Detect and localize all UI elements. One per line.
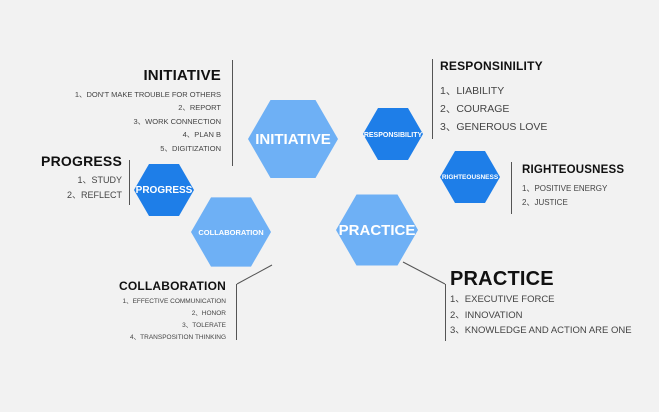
responsibility-block: RESPONSINILITY 1、LIABILITY 2、COURAGE 3、G… xyxy=(440,58,547,136)
hex-responsibility-label: RESPONSIBILITY xyxy=(364,132,423,139)
righteousness-list: 1、POSITIVE ENERGY 2、JUSTICE xyxy=(522,182,624,209)
list-item: 2、REFLECT xyxy=(66,190,122,200)
hex-collaboration[interactable]: COLLABORATION xyxy=(191,197,271,267)
list-item: 3、KNOWLEDGE AND ACTION ARE ONE xyxy=(450,325,632,336)
hexagon-shape xyxy=(440,151,500,203)
hex-initiative[interactable]: INITIATIVE xyxy=(248,100,338,178)
list-item: 2、HONOR xyxy=(191,310,226,317)
list-item: 3、GENEROUS LOVE xyxy=(440,121,548,133)
practice-title: PRACTICE xyxy=(450,268,554,290)
righteousness-block: RIGHTEOUSNESS 1、POSITIVE ENERGY 2、JUSTIC… xyxy=(522,163,624,209)
divider-progress xyxy=(129,160,130,205)
responsibility-title: RESPONSINILITY xyxy=(440,59,543,73)
hexagon-shape xyxy=(336,194,418,266)
divider-initiative xyxy=(232,60,233,166)
righteousness-title: RIGHTEOUSNESS xyxy=(522,164,625,176)
list-item: 1、DON'T MAKE TROUBLE FOR OTHERS xyxy=(74,90,221,99)
list-item: 2、JUSTICE xyxy=(522,197,568,207)
divider-collaboration xyxy=(236,284,237,340)
divider-responsibility xyxy=(432,59,433,139)
collaboration-block: COLLABORATION 1、EFFECTIVE COMMUNICATION … xyxy=(119,279,226,344)
hex-righteousness[interactable]: RIGHTEOUSNESS xyxy=(440,151,500,203)
list-item: 1、POSITIVE ENERGY xyxy=(522,184,608,193)
practice-list: 1、EXECUTIVE FORCE 2、INNOVATION 3、KNOWLED… xyxy=(450,292,632,339)
hexagon-shape xyxy=(134,164,194,216)
hexagon-shape xyxy=(248,100,338,178)
responsibility-list: 1、LIABILITY 2、COURAGE 3、GENEROUS LOVE xyxy=(440,82,547,136)
hex-practice[interactable]: PRACTICE xyxy=(336,194,418,266)
progress-block: PROGRESS 1、STUDY 2、REFLECT xyxy=(41,152,122,203)
list-item: 2、COURAGE xyxy=(440,103,510,115)
list-item: 3、TOLERATE xyxy=(182,322,226,329)
hexagon-shape xyxy=(191,197,271,267)
hex-initiative-label: INITIATIVE xyxy=(255,131,331,148)
initiative-title: INITIATIVE xyxy=(143,67,221,84)
initiative-list: 1、DON'T MAKE TROUBLE FOR OTHERS 2、REPORT… xyxy=(75,88,221,155)
list-item: 1、EXECUTIVE FORCE xyxy=(450,294,555,305)
list-item: 1、STUDY xyxy=(77,175,122,185)
collaboration-list: 1、EFFECTIVE COMMUNICATION 2、HONOR 3、TOLE… xyxy=(119,296,226,344)
progress-title: PROGRESS xyxy=(41,153,122,169)
list-item: 1、LIABILITY xyxy=(440,85,505,97)
list-item: 2、REPORT xyxy=(178,103,221,113)
list-item: 2、INNOVATION xyxy=(450,309,523,321)
initiative-block: INITIATIVE 1、DON'T MAKE TROUBLE FOR OTHE… xyxy=(75,66,221,155)
hex-progress[interactable]: PROGRESS xyxy=(134,164,194,216)
divider-righteousness xyxy=(511,162,512,214)
divider-practice xyxy=(445,284,446,341)
hex-practice-label: PRACTICE xyxy=(339,222,416,239)
list-item: 5、DIGITIZATION xyxy=(160,143,221,153)
connector-collaboration xyxy=(236,264,273,285)
hex-progress-label: PROGRESS xyxy=(136,185,193,196)
progress-list: 1、STUDY 2、REFLECT xyxy=(41,173,122,203)
hex-righteousness-label: RIGHTEOUSNESS xyxy=(442,174,499,181)
hex-responsibility[interactable]: RESPONSIBILITY xyxy=(363,108,423,160)
hex-collaboration-label: COLLABORATION xyxy=(198,228,263,237)
list-item: 3、WORK CONNECTION xyxy=(133,116,221,126)
list-item: 4、PLAN B xyxy=(182,130,221,140)
list-item: 1、EFFECTIVE COMMUNICATION xyxy=(122,298,226,305)
collaboration-title: COLLABORATION xyxy=(118,279,226,293)
practice-block: PRACTICE 1、EXECUTIVE FORCE 2、INNOVATION … xyxy=(450,267,632,339)
connector-practice xyxy=(402,261,446,285)
list-item: 4、TRANSPOSITION THINKING xyxy=(130,334,226,341)
hexagon-shape xyxy=(363,108,423,160)
